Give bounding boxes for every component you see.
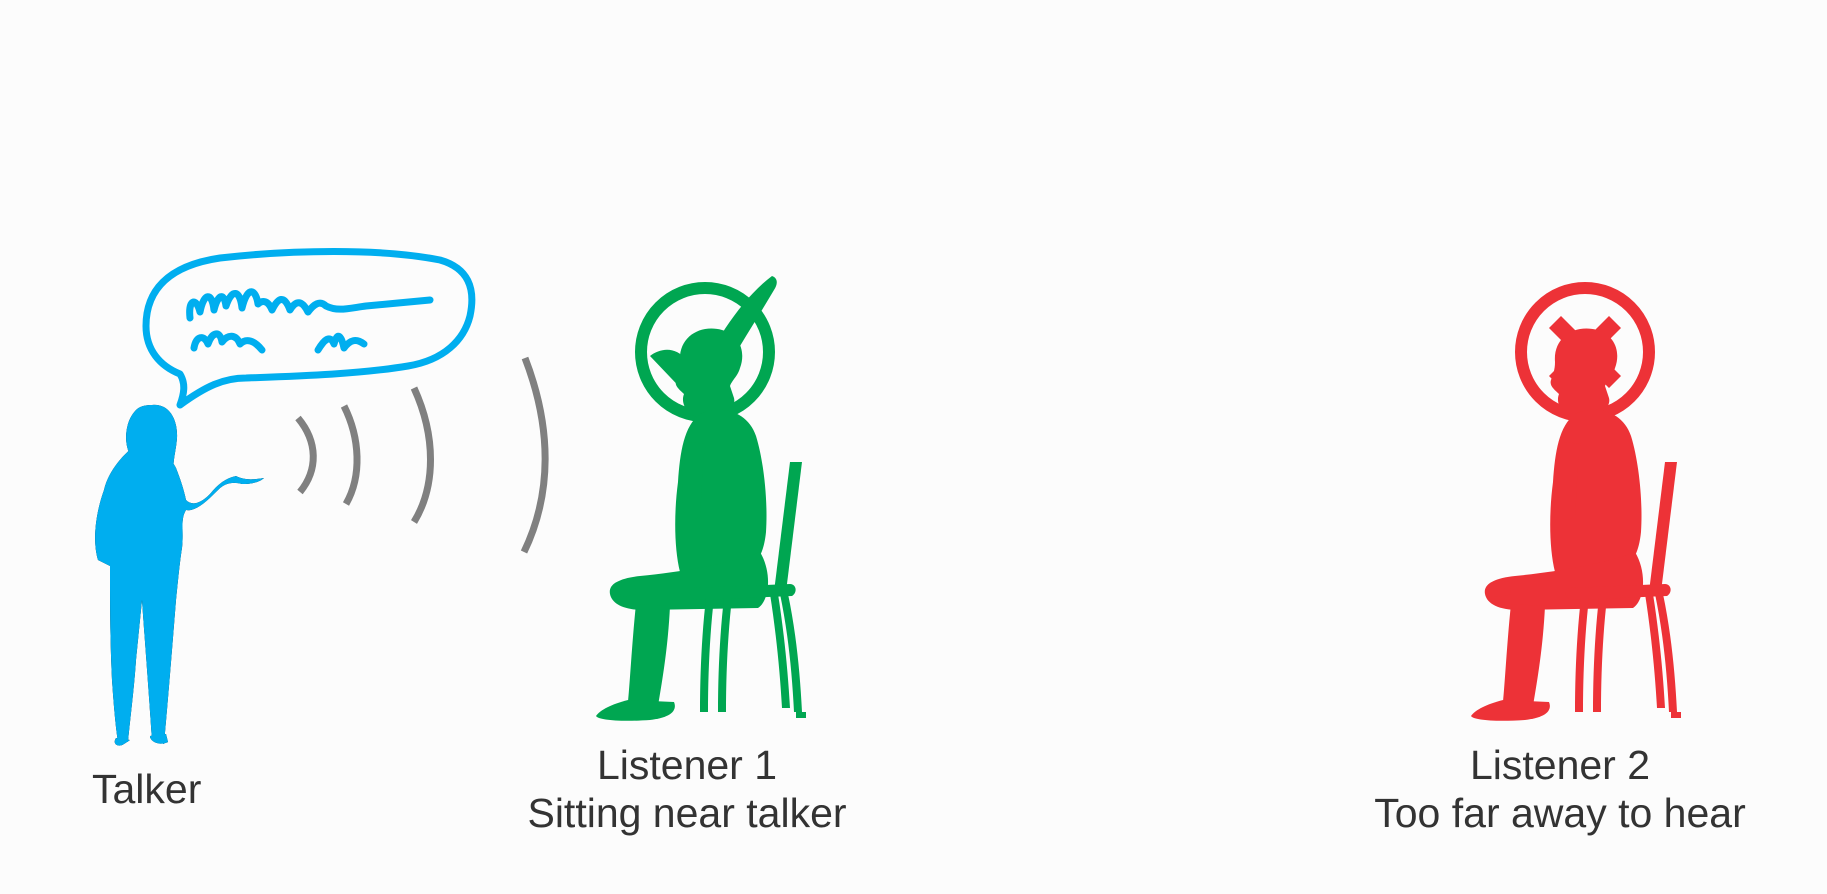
listener-2-caption: Listener 2 Too far away to hear [1340,741,1780,837]
speech-bubble-icon [146,252,472,406]
listener-2-description: Too far away to hear [1340,789,1780,837]
listener-1-caption: Listener 1 Sitting near talker [487,741,887,837]
sound-wave-2 [344,406,357,504]
listener-1-description: Sitting near talker [487,789,887,837]
sound-wave-3 [414,388,431,522]
sound-waves [298,358,545,552]
seated-person-icon [596,329,806,721]
seated-person-icon [1471,329,1681,721]
listener-2-label: Listener 2 [1340,741,1780,789]
sound-wave-4 [524,358,545,552]
talker-figure-fill [95,405,264,746]
sound-wave-1 [298,418,313,492]
talker-caption: Talker [60,765,240,813]
talker-label: Talker [92,765,240,813]
listener-1-label: Listener 1 [487,741,887,789]
